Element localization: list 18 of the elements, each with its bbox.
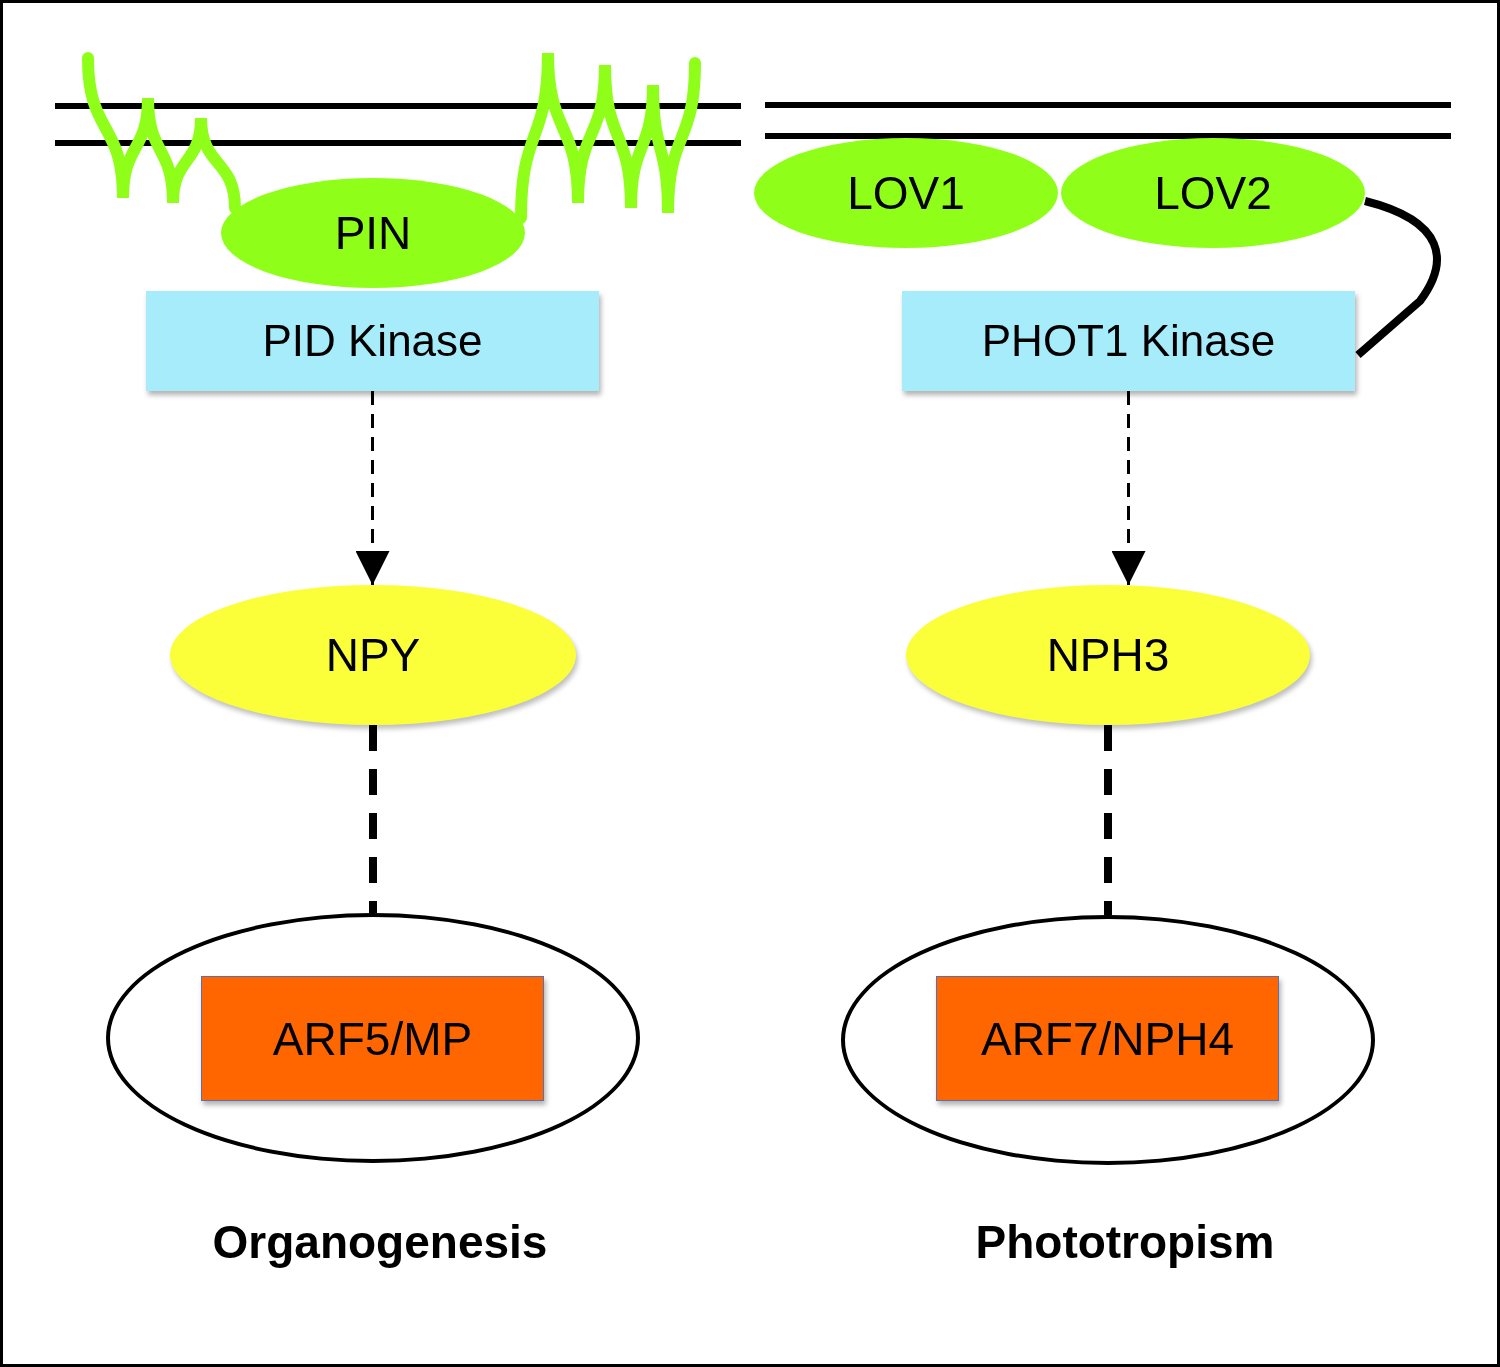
transcription-factor-box: ARF5/MP	[201, 976, 544, 1101]
process-label: Phototropism	[975, 1215, 1275, 1269]
protein-ellipse: PIN	[221, 178, 525, 288]
protein-ellipse: LOV2	[1061, 138, 1365, 248]
connector-line	[369, 725, 377, 913]
dashed-arrow	[355, 391, 390, 585]
protein-ellipse: NPY	[170, 585, 576, 725]
connector-line	[1355, 197, 1441, 358]
protein-ellipse: NPH3	[906, 585, 1310, 725]
nucleus-ellipse	[841, 915, 1375, 1165]
protein-ellipse: LOV1	[754, 138, 1058, 248]
process-label: Organogenesis	[212, 1215, 548, 1269]
connector-line	[1104, 725, 1112, 915]
dashed-arrow	[1111, 391, 1146, 585]
nucleus-ellipse	[106, 913, 640, 1163]
kinase-box: PHOT1 Kinase	[902, 291, 1355, 391]
kinase-box: PID Kinase	[146, 291, 599, 391]
transcription-factor-box: ARF7/NPH4	[936, 976, 1279, 1101]
